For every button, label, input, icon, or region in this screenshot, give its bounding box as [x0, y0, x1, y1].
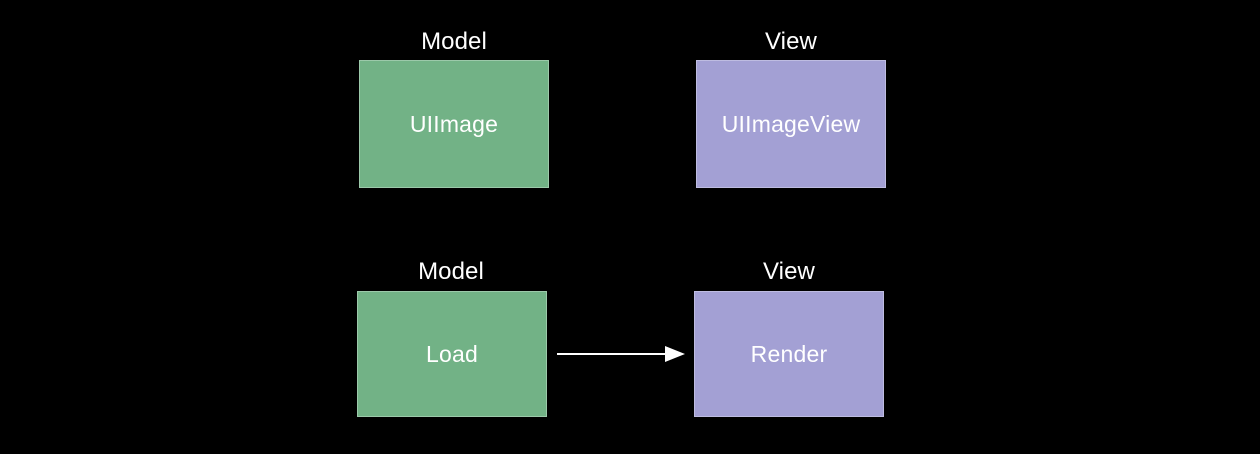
- node-box-uiimage[interactable]: UIImage: [359, 60, 549, 188]
- group-label-view-bottom: View: [763, 258, 815, 285]
- node-box-render[interactable]: Render: [694, 291, 884, 417]
- node-label-uiimage: UIImage: [409, 110, 499, 137]
- group-label-model-bottom: Model: [418, 258, 484, 285]
- group-label-view-top: View: [765, 28, 817, 55]
- node-label-uiimageview: UIImageView: [721, 110, 861, 137]
- node-box-load[interactable]: Load: [357, 291, 547, 417]
- arrow-right-icon: [557, 346, 685, 362]
- node-box-uiimageview[interactable]: UIImageView: [696, 60, 886, 188]
- group-label-model-top: Model: [421, 28, 487, 55]
- node-label-render: Render: [750, 340, 828, 367]
- node-label-load: Load: [426, 340, 478, 367]
